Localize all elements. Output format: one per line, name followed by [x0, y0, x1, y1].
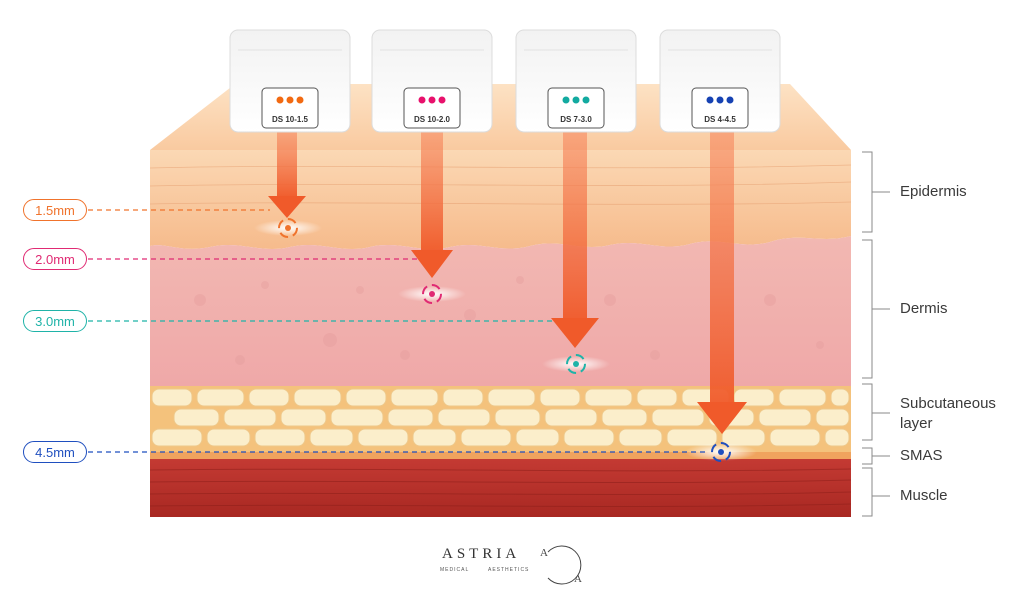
fat-cell — [280, 408, 327, 427]
focal-point-3-0mm — [542, 354, 610, 374]
cartridge-1: DS 10-1.5 — [229, 29, 351, 133]
fat-cell — [206, 428, 251, 447]
layer-label-subcutaneous-2: layer — [900, 415, 933, 432]
fat-cell — [636, 388, 678, 407]
fat-cell — [824, 428, 850, 447]
fat-cell — [758, 408, 812, 427]
layer-label-epidermis: Epidermis — [900, 183, 967, 200]
fat-cell — [539, 388, 581, 407]
fat-cell — [618, 428, 663, 447]
fat-cell — [173, 408, 220, 427]
arrow-2-0mm — [411, 130, 453, 278]
smas-layer — [150, 452, 851, 459]
depth-label-2-0mm: 2.0mm — [23, 248, 87, 270]
fat-cell — [487, 388, 536, 407]
fat-cell — [357, 428, 409, 447]
bracket-epidermis — [862, 151, 890, 233]
muscle-fibers — [149, 468, 852, 508]
cartridge-label-1: DS 10-1.5 — [272, 115, 309, 124]
layer-label-muscle: Muscle — [900, 487, 948, 504]
focal-point-2-0mm — [398, 284, 466, 304]
fat-cell — [293, 388, 342, 407]
focal-points — [254, 218, 757, 462]
fat-cell — [390, 388, 439, 407]
depth-label-1-5mm: 1.5mm — [23, 199, 87, 221]
fat-cell — [151, 428, 203, 447]
fat-cell — [601, 408, 648, 427]
dermis-layer — [150, 236, 851, 388]
bracket-smas — [862, 447, 890, 465]
dermis-cells — [194, 276, 824, 365]
fat-cell — [387, 408, 434, 427]
fat-cell — [345, 388, 387, 407]
fat-cell — [563, 428, 615, 447]
fat-cell — [651, 408, 705, 427]
cartridge-label-2: DS 10-2.0 — [414, 115, 451, 124]
brand-monogram-icon: A A — [540, 545, 582, 585]
focal-point-4-5mm — [685, 442, 757, 462]
epidermis-lines — [149, 164, 852, 205]
brand-logo: ASTRIA MEDICAL AESTHETICS — [440, 546, 590, 584]
layer-label-dermis: Dermis — [900, 300, 948, 317]
fat-cell — [778, 388, 827, 407]
brand-sub-medical: MEDICAL — [440, 567, 470, 573]
fat-cell — [442, 388, 484, 407]
cartridge-2: DS 10-2.0 — [371, 29, 493, 133]
depth-leader-lines — [88, 209, 705, 453]
fat-cell — [544, 408, 598, 427]
epidermis-layer — [150, 150, 851, 250]
arrow-3-0mm — [551, 130, 599, 348]
fat-cells — [151, 388, 850, 447]
fat-cell — [666, 428, 718, 447]
fat-cell — [515, 428, 560, 447]
layer-brackets — [862, 151, 890, 517]
fat-cell — [412, 428, 457, 447]
cartridge-3: DS 7-3.0 — [515, 29, 637, 133]
layer-label-smas: SMAS — [900, 447, 943, 464]
brand-name: ASTRIA — [442, 546, 521, 562]
fat-cell — [437, 408, 491, 427]
energy-arrows — [268, 130, 747, 434]
fat-cell — [151, 388, 193, 407]
muscle-layer — [150, 459, 851, 517]
depth-label-4-5mm: 4.5mm — [23, 441, 87, 463]
brand-sub-aesthetics: AESTHETICS — [488, 567, 530, 573]
monogram-top: A — [540, 547, 548, 559]
cartridges: DS 10-1.5 DS 10-2.0 DS 7-3.0 — [229, 29, 781, 133]
fat-cell — [830, 388, 850, 407]
layer-label-subcutaneous: Subcutaneous — [900, 395, 996, 412]
bracket-muscle — [862, 467, 890, 517]
fat-cell — [196, 388, 245, 407]
fat-cell — [254, 428, 306, 447]
fat-cell — [494, 408, 541, 427]
fat-cell — [309, 428, 354, 447]
monogram-bottom: A — [574, 573, 582, 585]
fat-cell — [223, 408, 277, 427]
arrow-4-5mm — [697, 130, 747, 434]
fat-cell — [815, 408, 850, 427]
fat-cell — [330, 408, 384, 427]
bracket-dermis — [862, 239, 890, 379]
arrow-1-5mm — [268, 130, 306, 218]
fat-cell — [584, 388, 633, 407]
depth-label-3-0mm: 3.0mm — [23, 310, 87, 332]
bracket-subcutaneous — [862, 383, 890, 441]
cartridge-label-4: DS 4-4.5 — [704, 115, 736, 124]
fat-cell — [248, 388, 290, 407]
cartridge-4: DS 4-4.5 — [659, 29, 781, 133]
fat-cell — [460, 428, 512, 447]
fat-cell — [769, 428, 821, 447]
cartridge-label-3: DS 7-3.0 — [560, 115, 592, 124]
focal-point-1-5mm — [254, 218, 322, 238]
